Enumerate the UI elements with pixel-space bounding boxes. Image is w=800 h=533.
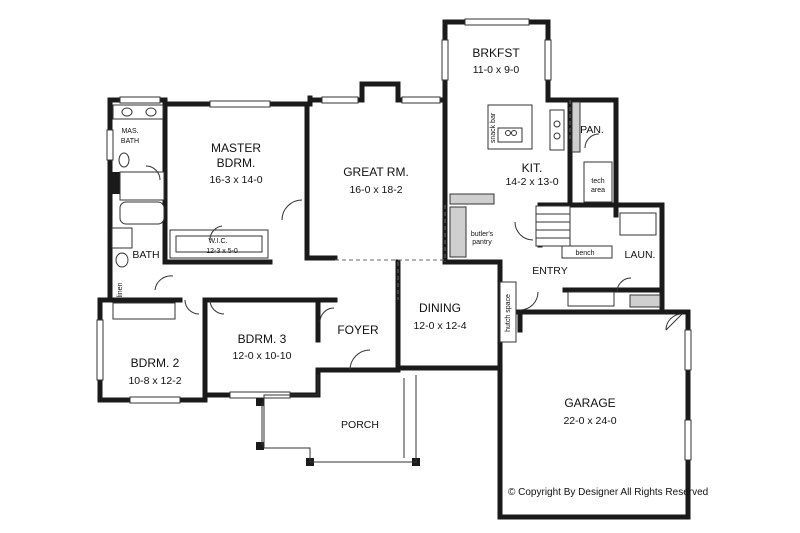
great-size: 16-0 x 18-2 [349, 184, 402, 196]
master-name2: BDRM. [217, 156, 256, 170]
snack-name: snack bar [490, 112, 497, 143]
porch-name: PORCH [341, 419, 379, 431]
butler-name2: pantry [472, 239, 492, 246]
pan-name: PAN. [580, 124, 604, 136]
wic-size: 12-3 x 5-0 [206, 248, 238, 255]
room-labels: BRKFST 11-0 x 9-0 MAS. BATH MASTER BDRM.… [117, 46, 708, 498]
bench-name: bench [575, 250, 594, 257]
kit-name: KIT. [522, 161, 543, 175]
bdrm2-size: 10-8 x 12-2 [128, 375, 181, 387]
brkfst-name: BRKFST [472, 46, 520, 60]
hutch-name: hutch space [505, 294, 512, 332]
garage-name: GARAGE [564, 396, 615, 410]
openings [335, 100, 571, 300]
bdrm3-size: 12-0 x 10-10 [233, 350, 292, 362]
copyright-notice: © Copyright By Designer All Rights Reser… [508, 487, 708, 498]
windows [96, 18, 692, 461]
walls [97, 19, 691, 520]
foyer-name: FOYER [337, 323, 379, 337]
fixtures [111, 101, 661, 466]
dining-size: 12-0 x 12-4 [413, 320, 466, 332]
bdrm2-name: BDRM. 2 [131, 356, 180, 370]
entry-name: ENTRY [532, 265, 567, 277]
brkfst-size: 11-0 x 9-0 [473, 64, 520, 76]
doors [145, 133, 683, 371]
master-name1: MASTER [211, 141, 261, 155]
bdrm3-name: BDRM. 3 [238, 332, 287, 346]
master-size: 16-3 x 14-0 [209, 174, 262, 186]
mas-bath-name2: BATH [121, 138, 139, 145]
tech-name1: tech [591, 178, 604, 185]
great-name: GREAT RM. [343, 165, 409, 179]
tech-name2: area [591, 187, 605, 194]
linen-name: linen [117, 283, 124, 298]
butler-name1: butler's [471, 231, 494, 238]
laun-name: LAUN. [625, 249, 656, 261]
dining-name: DINING [419, 301, 461, 315]
mas-bath-name1: MAS. [121, 128, 138, 135]
kit-size: 14-2 x 13-0 [505, 176, 558, 188]
garage-size: 22-0 x 24-0 [563, 415, 616, 427]
wic-name: W.I.C. [208, 238, 227, 245]
bath-name: BATH [132, 249, 159, 261]
